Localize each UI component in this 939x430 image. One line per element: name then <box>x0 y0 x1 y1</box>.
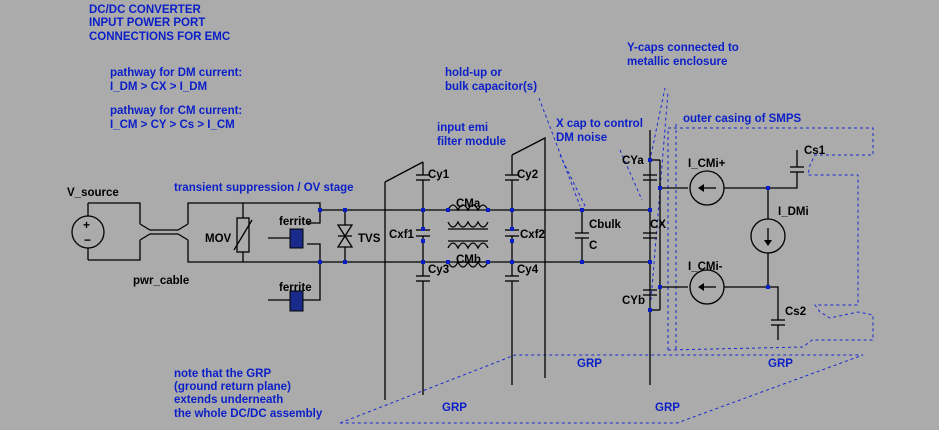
label-c: C <box>589 240 597 252</box>
current-source-cm-plus <box>689 170 768 206</box>
filter-stage-1 <box>384 161 430 400</box>
label-icmi-minus: I_CMi- <box>688 261 723 273</box>
current-source-dm <box>750 188 786 287</box>
grp-label-3: GRP <box>442 402 467 414</box>
grp-note-1: note that the GRP <box>174 368 271 380</box>
svg-text:+: + <box>83 218 90 232</box>
label-cy3: Cy3 <box>428 264 449 276</box>
grp-note-3: extends underneath <box>174 394 283 406</box>
ycaps-note-2: metallic enclosure <box>627 56 727 68</box>
tvs-diode <box>336 210 354 262</box>
label-cbulk: Cbulk <box>589 219 622 231</box>
label-icmi-plus: I_CMi+ <box>688 158 726 170</box>
label-cma: CMa <box>456 198 481 210</box>
label-mov: MOV <box>205 233 232 245</box>
mov-varistor <box>233 202 321 263</box>
xcap-note-2: DM noise <box>556 132 607 144</box>
label-cxf2: Cxf2 <box>520 229 545 241</box>
dm-pathway-heading: pathway for DM current: <box>110 67 242 79</box>
grp-label-2: GRP <box>768 358 793 370</box>
emi-note-2: filter module <box>437 136 506 148</box>
main-rails <box>320 209 650 263</box>
transient-note: transient suppression / OV stage <box>174 182 354 194</box>
current-source-cm-minus <box>689 269 768 305</box>
label-cable: pwr_cable <box>133 275 189 287</box>
label-cyb: CYb <box>622 295 645 307</box>
label-cya: CYa <box>622 155 644 167</box>
label-cs2: Cs2 <box>785 306 806 318</box>
label-vsource: V_source <box>67 187 119 199</box>
grp-note-2: (ground return plane) <box>174 381 291 393</box>
cm-choke <box>447 204 489 268</box>
label-cy4: Cy4 <box>517 264 539 276</box>
cm-pathway-path: I_CM > CY > Cs > I_CM <box>110 119 235 131</box>
label-tvs: TVS <box>358 233 381 245</box>
grp-label-1: GRP <box>577 358 602 370</box>
label-cxf1: Cxf1 <box>389 229 415 241</box>
title-line-1: DC/DC CONVERTER <box>89 4 202 16</box>
grp-note-4: the whole DC/DC assembly <box>174 408 323 420</box>
ferrite-bottom <box>268 262 321 312</box>
cm-pathway-heading: pathway for CM current: <box>110 105 242 117</box>
cs-capacitors <box>768 150 804 340</box>
ground-return-plane <box>339 354 864 424</box>
xcap-note-1: X cap to control <box>556 118 643 130</box>
labels: DC/DC CONVERTER INPUT POWER PORT CONNECT… <box>67 4 826 420</box>
power-cable <box>139 202 244 263</box>
title-line-3: CONNECTIONS FOR EMC <box>89 31 230 43</box>
label-cy1: Cy1 <box>428 169 450 181</box>
smps-enclosure <box>667 124 874 351</box>
holdup-note-2: bulk capacitor(s) <box>445 81 537 93</box>
emi-note-1: input emi <box>437 122 488 134</box>
casing-note: outer casing of SMPS <box>683 113 802 125</box>
label-cs1: Cs1 <box>804 145 826 157</box>
title-line-2: INPUT POWER PORT <box>89 17 205 29</box>
ycaps-note-1: Y-caps connected to <box>627 42 739 54</box>
label-cx: CX <box>650 219 666 231</box>
label-cy2: Cy2 <box>517 169 538 181</box>
svg-text:−: − <box>84 233 91 247</box>
label-ferrite-bottom: ferrite <box>279 282 312 294</box>
dm-pathway-path: I_DM > CX > I_DM <box>110 81 207 93</box>
v-source: + − <box>71 202 141 261</box>
junctions <box>318 158 770 312</box>
label-idmi: I_DMi <box>778 206 809 218</box>
output-caps <box>643 130 688 385</box>
label-ferrite-top: ferrite <box>279 216 312 228</box>
ferrite-top <box>268 228 304 249</box>
label-cmb: CMb <box>456 254 481 266</box>
grp-label-4: GRP <box>655 402 680 414</box>
bulk-capacitor <box>575 210 589 262</box>
holdup-note-1: hold-up or <box>445 67 502 79</box>
